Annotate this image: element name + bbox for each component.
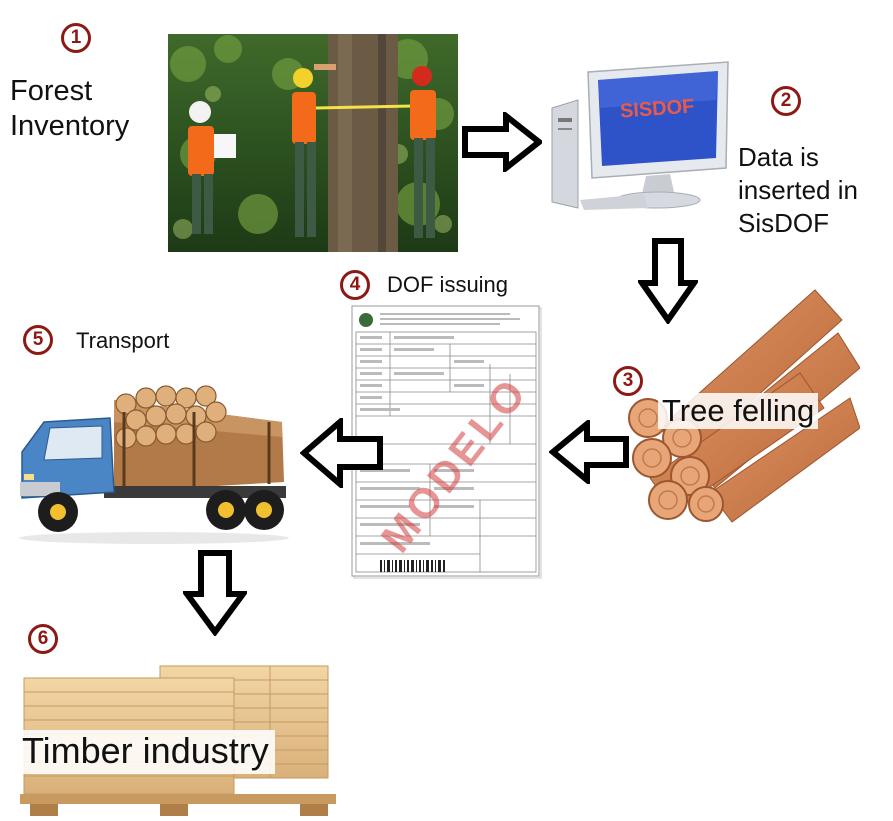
dof-form-document: MODELO (350, 304, 545, 582)
computer-icon: SISDOF (548, 60, 733, 210)
arrow-left-icon (549, 420, 629, 484)
step-6-label: Timber industry (18, 730, 275, 774)
step-4-label: DOF issuing (387, 272, 509, 297)
step-4-badge: 4 (340, 270, 370, 300)
step-1-label: Forest Inventory (10, 74, 129, 144)
step-2-label-line-3: SisDOF (738, 208, 829, 238)
arrow-right-icon (462, 112, 542, 172)
arrow-down-icon (183, 550, 247, 636)
step-1-label-line-2: Inventory (10, 110, 130, 142)
step-1-badge: 1 (61, 23, 91, 53)
step-2-label-line-2: inserted in (738, 175, 858, 205)
step-5-badge: 5 (23, 325, 53, 355)
step-3-badge: 3 (613, 366, 643, 396)
step-5-label: Transport (76, 328, 170, 353)
arrow-left-icon (300, 418, 384, 488)
step-6-badge: 6 (28, 624, 58, 654)
forest-inventory-photo (168, 34, 458, 252)
step-3-label: Tree felling (658, 393, 819, 429)
step-2-label-line-1: Data is (738, 142, 819, 172)
logging-truck-icon (14, 382, 299, 552)
step-2-label: Data is inserted in SisDOF (738, 141, 858, 240)
step-1-label-line-1: Forest (10, 75, 93, 107)
step-2-badge: 2 (771, 86, 801, 116)
arrow-down-icon (638, 238, 698, 324)
